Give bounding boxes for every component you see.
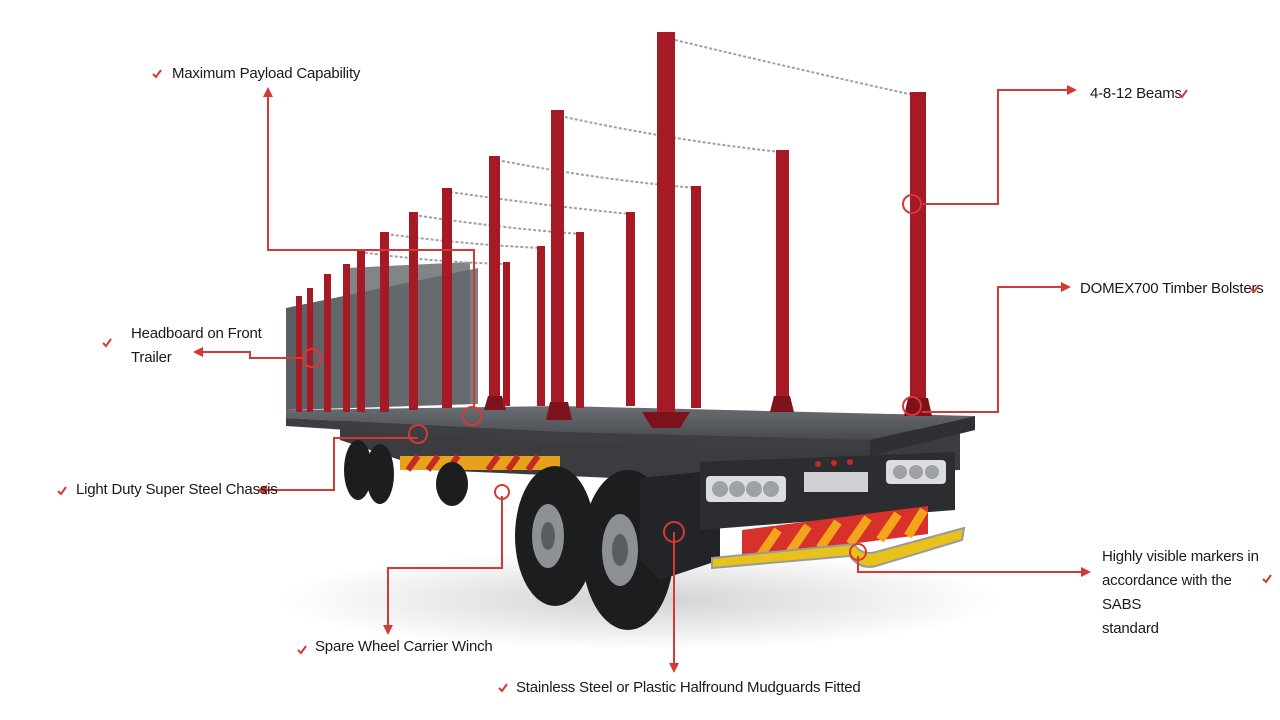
check-icon	[102, 338, 112, 348]
feature-sabs-line-3: standard	[1102, 620, 1159, 637]
feature-sabs-line-2: accordance with the SABS	[1102, 572, 1232, 613]
chassis-marker	[408, 424, 428, 444]
chassis-warning-stripes	[405, 454, 541, 472]
feature-payload: Maximum Payload Capability	[172, 65, 361, 82]
rear-bumper	[711, 526, 966, 570]
tail-lights	[706, 459, 946, 502]
feature-sabs-line-1: Highly visible markers in	[1102, 548, 1259, 565]
bolsters-marker	[902, 396, 922, 416]
feature-headboard-line-2: Trailer	[131, 349, 172, 366]
timber-stakes	[296, 32, 932, 428]
beams-marker	[902, 194, 922, 214]
front-headboard-panel	[346, 262, 470, 408]
feature-headboard-line-1: Headboard on Front	[131, 325, 262, 342]
check-icon	[1178, 89, 1188, 99]
check-icon	[1262, 574, 1272, 584]
feature-bolsters: DOMEX700 Timber Bolsters	[1080, 280, 1264, 297]
check-icon	[498, 683, 508, 693]
feature-sabs-markers: Highly visible markers in accordance wit…	[1102, 545, 1272, 641]
winch-marker	[494, 484, 510, 500]
front-trailer-wheels	[344, 440, 468, 506]
feature-beams: 4-8-12 Beams	[1090, 85, 1182, 102]
feature-chassis: Light Duty Super Steel Chassis	[76, 481, 278, 498]
payload-callout-line	[263, 87, 475, 408]
chassis-callout-line	[257, 437, 418, 495]
mudguard-marker	[663, 521, 685, 543]
feature-headboard: Headboard on Front Trailer	[131, 322, 301, 370]
feature-mudguards: Stainless Steel or Plastic Halfround Mud…	[516, 679, 861, 696]
markers-callout-line	[857, 556, 1091, 577]
bolsters-callout-line	[922, 282, 1071, 413]
check-icon	[57, 486, 67, 496]
callout-lines	[193, 85, 1091, 673]
sabs-marker-stripes	[756, 507, 928, 559]
deck-side	[286, 418, 870, 452]
callout-markers	[302, 194, 922, 561]
check-icon	[1250, 284, 1260, 294]
check-icon	[152, 69, 162, 79]
check-icon	[297, 645, 307, 655]
headboard-callout-line	[193, 347, 304, 359]
deck-rear	[870, 416, 975, 456]
feature-winch: Spare Wheel Carrier Winch	[315, 638, 493, 655]
payload-marker	[462, 406, 482, 426]
deck-top	[286, 406, 975, 440]
sabs-marker-ring	[849, 543, 867, 561]
winch-callout-line	[383, 496, 503, 635]
headboard-marker	[302, 348, 322, 368]
beams-callout-line	[922, 85, 1077, 205]
chassis-warning-strip	[400, 456, 560, 470]
